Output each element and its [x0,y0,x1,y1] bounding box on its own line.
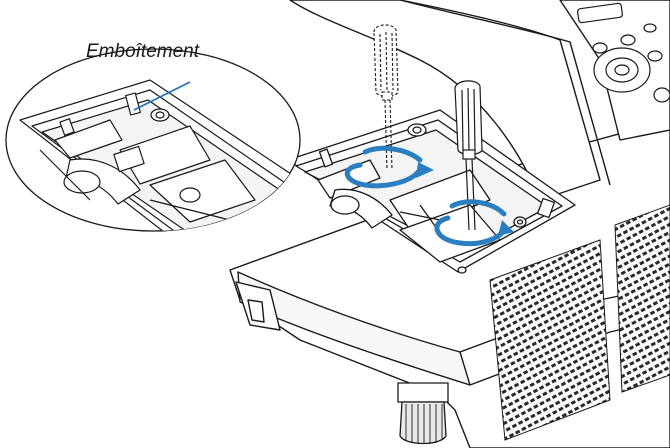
adjustable-foot [397,382,449,445]
rotation-arrow-icon [345,145,423,189]
vent-grille [489,204,670,441]
rotation-arrow-icon [416,162,434,178]
callout-leader-line [133,81,191,111]
screwdriver-dashed-icon [373,24,399,171]
lamp-compartment [287,109,576,274]
rotation-arrow-icon [434,199,509,247]
screwdriver-icon [454,80,483,231]
rotation-arrow-icon [498,220,514,236]
callout-label: Emboîtement [86,41,199,62]
control-panel [577,2,670,103]
